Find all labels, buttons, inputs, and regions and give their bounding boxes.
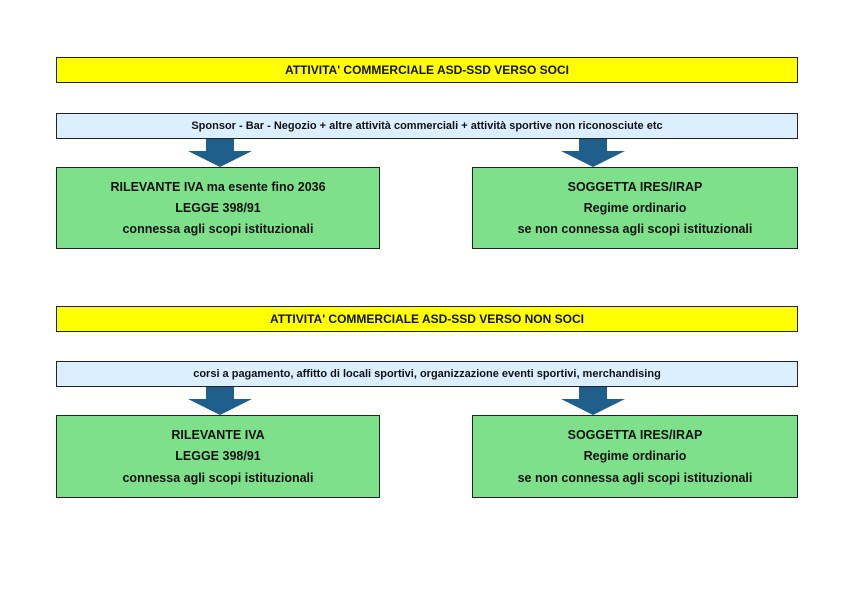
section1-right-line3: se non connessa agli scopi istituzionali: [517, 222, 753, 237]
section1-right-result-box: SOGGETTA IRES/IRAP Regime ordinario se n…: [472, 167, 798, 249]
section2-left-line2: LEGGE 398/91: [175, 449, 261, 464]
section1-title: ATTIVITA' COMMERCIALE ASD-SSD VERSO SOCI: [56, 57, 798, 83]
section2-right-line2: Regime ordinario: [583, 449, 687, 464]
section1-right-down-arrow-icon: [561, 139, 625, 167]
section2-right-line1: SOGGETTA IRES/IRAP: [567, 427, 703, 442]
section1-left-result-box: RILEVANTE IVA ma esente fino 2036 LEGGE …: [56, 167, 380, 249]
section2-description-text: corsi a pagamento, affitto di locali spo…: [193, 368, 661, 380]
section2-title-text: ATTIVITA' COMMERCIALE ASD-SSD VERSO NON …: [270, 312, 584, 326]
section1-left-line2: LEGGE 398/91: [175, 200, 261, 215]
section1-description: Sponsor - Bar - Negozio + altre attività…: [56, 113, 798, 139]
section2-left-line1: RILEVANTE IVA: [171, 427, 265, 442]
section2-title: ATTIVITA' COMMERCIALE ASD-SSD VERSO NON …: [56, 306, 798, 332]
section1-right-line2: Regime ordinario: [583, 200, 687, 215]
section1-left-line3: connessa agli scopi istituzionali: [122, 222, 314, 237]
section2-left-down-arrow-icon: [188, 387, 252, 415]
section2-left-result-box: RILEVANTE IVA LEGGE 398/91 connessa agli…: [56, 415, 380, 498]
section2-right-down-arrow-icon: [561, 387, 625, 415]
section2-right-line3: se non connessa agli scopi istituzionali: [517, 471, 753, 486]
section1-right-line1: SOGGETTA IRES/IRAP: [567, 179, 703, 194]
section1-title-text: ATTIVITA' COMMERCIALE ASD-SSD VERSO SOCI: [285, 63, 569, 77]
section1-left-down-arrow-icon: [188, 139, 252, 167]
section1-description-text: Sponsor - Bar - Negozio + altre attività…: [191, 120, 663, 132]
section1-left-line1: RILEVANTE IVA ma esente fino 2036: [110, 179, 326, 194]
section2-description: corsi a pagamento, affitto di locali spo…: [56, 361, 798, 387]
section2-right-result-box: SOGGETTA IRES/IRAP Regime ordinario se n…: [472, 415, 798, 498]
section2-left-line3: connessa agli scopi istituzionali: [122, 471, 314, 486]
